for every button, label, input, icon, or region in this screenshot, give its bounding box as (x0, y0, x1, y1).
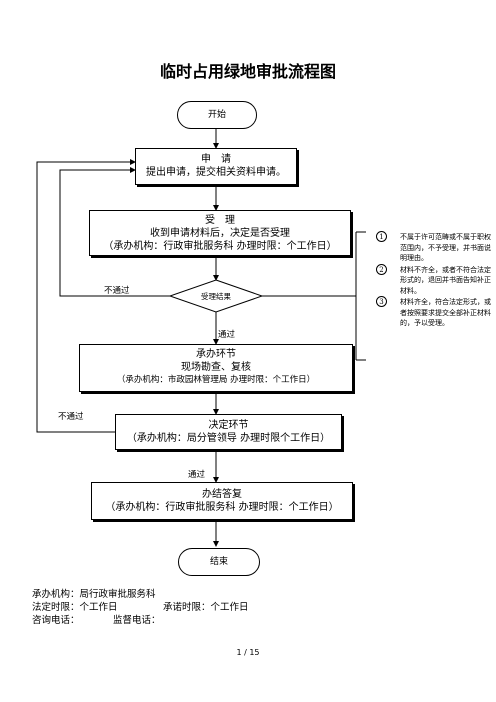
note-text: 材料不齐全，或者不符合法定形式的，退回并书面告知补正材料。 (400, 265, 491, 295)
apply-box: 申 请 提出申请，提交相关资料申请。 (135, 148, 297, 185)
footer-info: 承办机构：局行政审批服务科 法定时限：个工作日 承诺时限：个工作日 咨询电话： … (32, 588, 249, 627)
footer-promise-limit: 承诺时限：个工作日 (163, 602, 249, 613)
notes-list: 1 不属于许可范畴或不属于职权范围内，不予受理，并书面说明理由。 2 材料不齐全… (376, 231, 496, 330)
footer-phone: 咨询电话： (32, 615, 80, 626)
handle-org: （承办机构：市政园林管理局 办理时限：个工作日） (116, 375, 316, 385)
pass-label-2: 通过 (188, 470, 206, 480)
start-label: 开始 (207, 110, 226, 120)
decision-label: 受理结果 (201, 292, 231, 301)
decide-box: 决定环节 （承办机构：局分管领导 办理时限个工作日） (115, 414, 342, 450)
page-number: 1 / 15 (236, 648, 260, 657)
footer-org: 承办机构：局行政审批服务科 (32, 589, 156, 600)
loop-not-pass-2 (36, 159, 136, 433)
decide-org: （承办机构：局分管领导 办理时限个工作日） (126, 433, 331, 444)
handle-box: 承办环节 现场勘查、复核 （承办机构：市政园林管理局 办理时限：个工作日） (79, 344, 353, 392)
accept-title: 受 理 (205, 215, 235, 226)
handle-desc: 现场勘查、复核 (181, 362, 251, 373)
footer-supervise: 监督电话： (113, 615, 161, 626)
accept-desc: 收到申请材料后，决定是否受理 (150, 228, 290, 239)
apply-title: 申 请 (201, 154, 231, 165)
note-text: 不属于许可范畴或不属于职权范围内，不予受理，并书面说明理由。 (400, 233, 491, 262)
note-number: 3 (376, 296, 387, 307)
page-title: 临时占用绿地审批流程图 (159, 62, 336, 81)
not-pass-label-2: 不通过 (58, 412, 84, 422)
note-item: 2 材料不齐全，或者不符合法定形式的，退回并书面告知补正材料。 (376, 263, 496, 297)
pass-label-1: 通过 (218, 330, 236, 340)
note-text: 材料齐全，符合法定形式，或者按照要求提交全部补正材料的，予以受理。 (400, 298, 491, 327)
loop-not-pass-1 (59, 167, 170, 297)
end-terminal: 结束 (178, 548, 260, 576)
not-pass-label-1: 不通过 (104, 286, 130, 296)
note-number: 1 (376, 231, 387, 242)
end-label: 结束 (209, 557, 228, 567)
note-item: 1 不属于许可范畴或不属于职权范围内，不予受理，并书面说明理由。 (376, 231, 496, 264)
note-number: 2 (376, 263, 387, 275)
decision-diamond (168, 279, 264, 313)
start-terminal: 开始 (177, 101, 257, 129)
handle-title: 承办环节 (196, 349, 236, 360)
reply-org: （承办机构：行政审批服务科 办理时限：个工作日） (105, 502, 339, 513)
apply-desc: 提出申请，提交相关资料申请。 (146, 167, 286, 178)
decide-title: 决定环节 (208, 420, 249, 431)
reply-box: 办结答复 （承办机构：行政审批服务科 办理时限：个工作日） (91, 482, 353, 520)
reply-title: 办结答复 (202, 489, 242, 500)
accept-org: （承办机构：行政审批服务科 办理时限：个工作日） (103, 241, 337, 252)
accept-box: 受 理 收到申请材料后，决定是否受理 （承办机构：行政审批服务科 办理时限：个工… (89, 210, 351, 256)
note-item: 3 材料齐全，符合法定形式，或者按照要求提交全部补正材料的，予以受理。 (376, 296, 496, 329)
footer-legal-limit: 法定时限：个工作日 (32, 602, 118, 613)
